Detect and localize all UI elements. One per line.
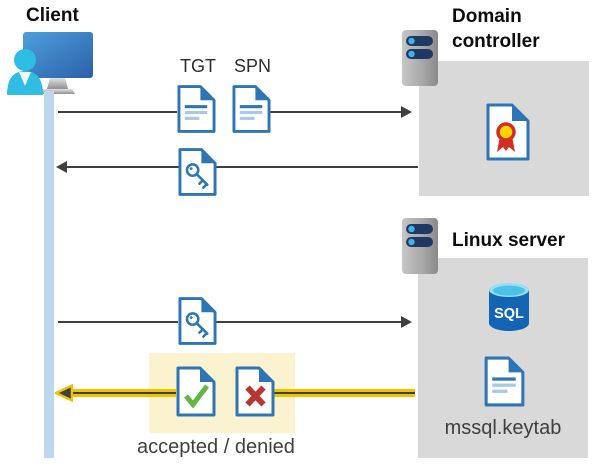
- tgt-label: TGT: [180, 56, 216, 76]
- accepted-denied-label: accepted / denied: [137, 436, 295, 458]
- tgt-document-icon: [177, 85, 216, 133]
- keytab-document-icon: [484, 356, 525, 407]
- server-icon: [402, 218, 438, 274]
- flow3-line: [58, 321, 178, 323]
- flow2-line: [216, 166, 418, 168]
- flow1-line: [270, 111, 402, 113]
- sql-label: SQL: [494, 306, 524, 322]
- person-collar: [19, 72, 31, 86]
- client-lifeline: [44, 91, 54, 458]
- flow1-arrowhead: [401, 106, 412, 118]
- flow4-line: [273, 389, 415, 397]
- key-document-icon: [178, 148, 217, 196]
- flow2-line: [66, 166, 179, 168]
- domain-controller-label: Domain controller: [452, 6, 540, 52]
- monitor-icon: [23, 32, 93, 78]
- flow3-arrowhead: [401, 316, 412, 328]
- flow1-line: [58, 111, 177, 113]
- flow2-arrowhead: [56, 161, 67, 173]
- monitor-stand: [47, 78, 68, 89]
- accepted-document-icon: [176, 366, 216, 417]
- keytab-filename: mssql.keytab: [444, 417, 562, 439]
- client-workstation-icon: [7, 32, 93, 95]
- cross-icon: [245, 385, 266, 407]
- flow4-line: [72, 389, 176, 397]
- ribbon-seal: [496, 122, 516, 142]
- person-head: [14, 49, 36, 71]
- spn-label: SPN: [234, 56, 272, 76]
- linux-server-label: Linux server: [452, 230, 565, 251]
- certificate-icon: [486, 103, 530, 161]
- server-icon: [402, 30, 438, 86]
- key-document-icon: [178, 297, 217, 345]
- flow4-arrowhead: [55, 384, 73, 402]
- spn-document-icon: [232, 85, 271, 133]
- flow3-line: [216, 321, 402, 323]
- denied-document-icon: [235, 366, 275, 417]
- client-label: Client: [26, 5, 79, 26]
- check-icon: [184, 384, 209, 409]
- sql-database-icon: SQL: [489, 283, 529, 331]
